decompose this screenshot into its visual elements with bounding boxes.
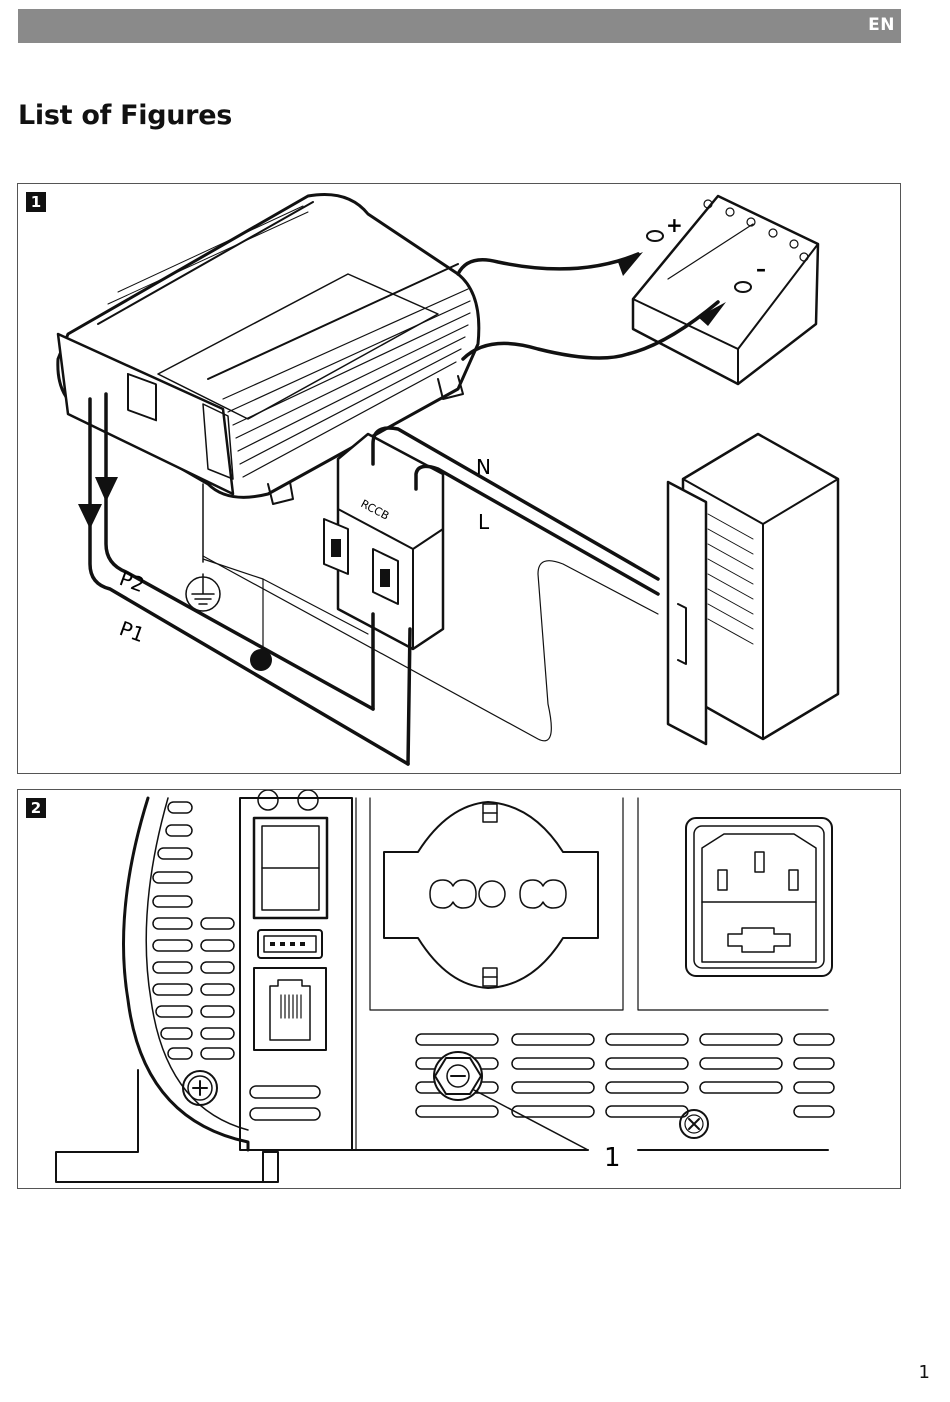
ventilation-slots (153, 802, 234, 1059)
rocker-switch-icon (254, 818, 327, 918)
figure-2-number: 2 (26, 798, 46, 818)
inverter-illustration (58, 194, 479, 504)
schuko-socket-icon (384, 802, 598, 988)
iec-inlet-icon (686, 818, 832, 976)
battery-positive-label: + (666, 213, 683, 237)
neutral-label: N (476, 455, 491, 479)
callout-label-1: 1 (604, 1143, 621, 1173)
usb-port-icon (258, 930, 322, 958)
rj-port-icon (254, 968, 326, 1050)
cross-screw-icon (680, 1110, 708, 1138)
line-label: L (478, 510, 490, 534)
figure-1: 1 (17, 183, 901, 774)
refrigerator-icon (668, 434, 838, 744)
battery-icon (633, 196, 818, 384)
figure-2: 2 (17, 789, 901, 1189)
figure-2-panel-detail: 1 (18, 790, 900, 1188)
language-bar: EN (18, 9, 901, 43)
figure-1-number: 1 (26, 192, 46, 212)
language-code: EN (868, 15, 895, 35)
figure-1-wiring-diagram: + – RCCB N L P2 P1 (18, 184, 900, 773)
battery-negative-label: – (756, 257, 766, 281)
page-number: 1 (919, 1362, 930, 1383)
ground-screw-icon (434, 1052, 482, 1100)
p1-label: P1 (116, 616, 148, 647)
page-title: List of Figures (18, 100, 232, 131)
